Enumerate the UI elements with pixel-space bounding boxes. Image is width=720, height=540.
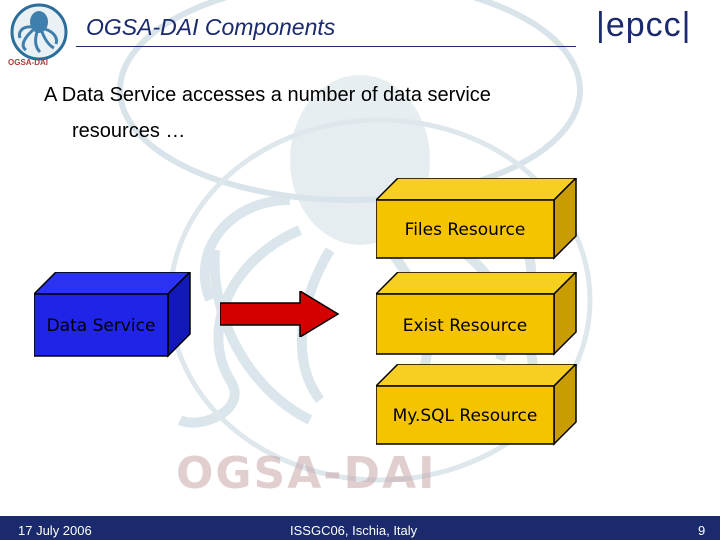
octopus-logo-icon <box>10 3 68 61</box>
data-service-box: Data Service <box>34 272 192 358</box>
resource-box-files: Files Resource <box>376 178 578 260</box>
page-number: 9 <box>698 523 706 538</box>
slide-title: OGSA-DAI Components <box>86 14 336 40</box>
resource-label-mysql: My.SQL Resource <box>392 406 538 426</box>
footer-bar <box>0 516 720 540</box>
resource-box-exist: Exist Resource <box>376 272 578 356</box>
title-underline <box>76 46 576 47</box>
body-line-1: A Data Service accesses a number of data… <box>44 84 491 106</box>
resource-label-exist: Exist Resource <box>402 316 528 336</box>
epcc-brand: |epcc| <box>596 6 692 44</box>
arrow-right-icon <box>220 291 340 337</box>
footer-date: 17 July 2006 <box>18 523 92 538</box>
resource-label-files: Files Resource <box>404 220 526 240</box>
footer-event: ISSGC06, Ischia, Italy <box>290 523 418 538</box>
body-line-2: resources … <box>72 120 186 142</box>
resource-box-mysql: My.SQL Resource <box>376 364 578 446</box>
data-service-label: Data Service <box>46 316 156 336</box>
logo-label: OGSA-DAI <box>8 58 48 67</box>
watermark-text: OGSA-DAI <box>176 448 437 499</box>
